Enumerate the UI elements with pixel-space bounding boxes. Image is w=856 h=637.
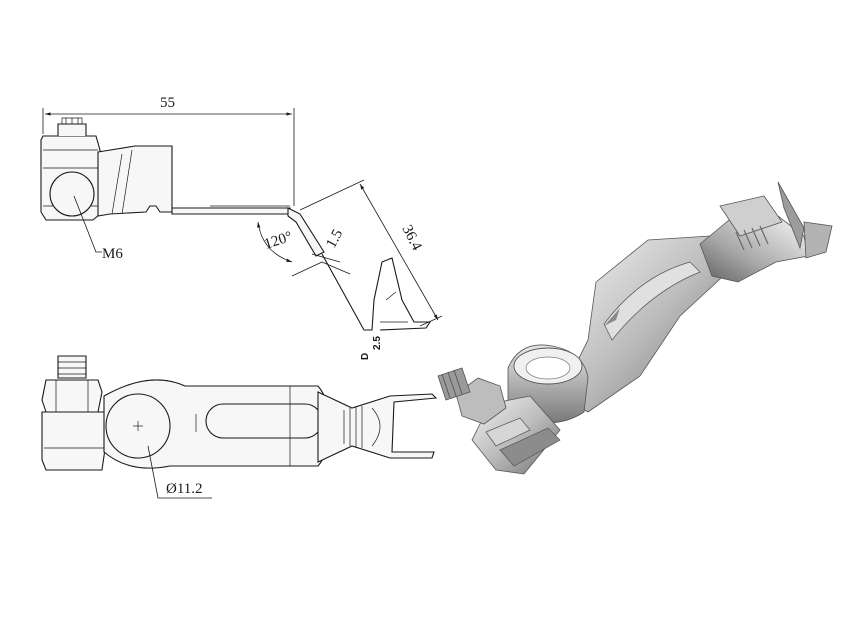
thread-callout: M6 bbox=[73, 195, 123, 262]
length-label: 55 bbox=[160, 95, 175, 111]
diameter-callout: Ø11.2 bbox=[147, 445, 212, 499]
dimension-height: 36.4 bbox=[299, 179, 443, 327]
side-view bbox=[40, 117, 432, 331]
top-view bbox=[41, 355, 438, 471]
height-label: 36.4 bbox=[398, 223, 424, 254]
thickness-label: 1.5 bbox=[323, 227, 346, 251]
wire-prefix-label: D bbox=[360, 353, 371, 360]
isometric-view bbox=[437, 181, 833, 475]
angle-label: 120° bbox=[262, 229, 294, 253]
wire-size-stamp: D 2.5 bbox=[360, 336, 383, 360]
dimension-angle: 120° bbox=[257, 221, 294, 263]
dimension-length: 55 bbox=[42, 95, 295, 206]
dimension-thickness: 1.5 bbox=[291, 227, 351, 277]
thread-label: M6 bbox=[102, 246, 123, 262]
wire-size-label: 2.5 bbox=[372, 336, 383, 350]
diameter-label: Ø11.2 bbox=[166, 481, 203, 497]
